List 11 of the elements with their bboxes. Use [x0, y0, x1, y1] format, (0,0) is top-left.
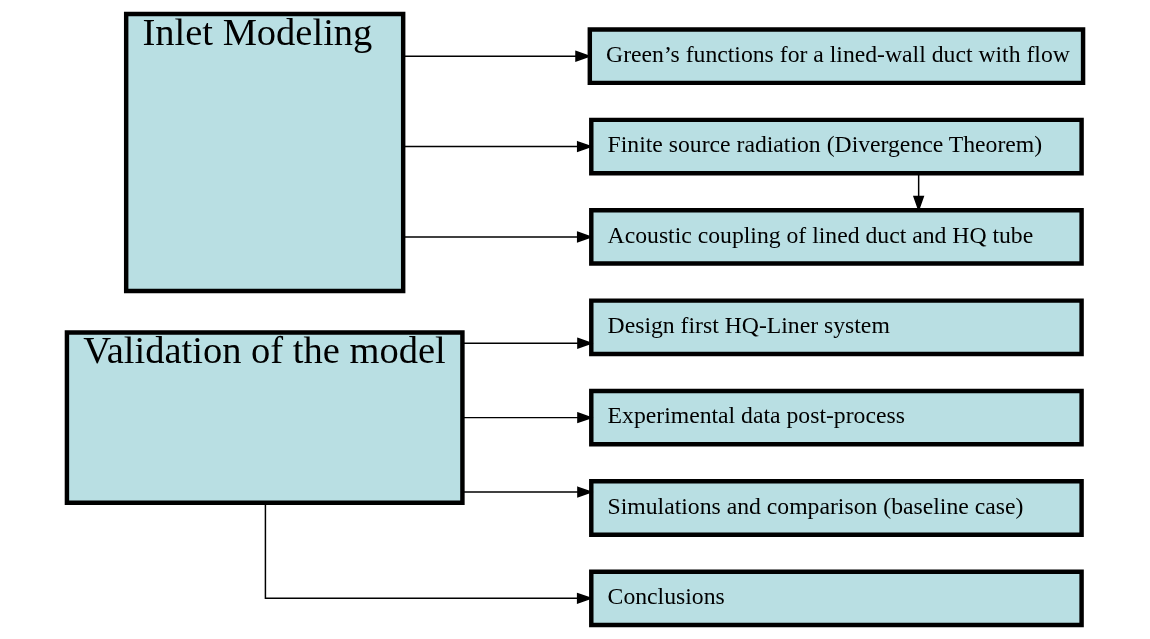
- node-box: Inlet Modeling: [123, 11, 406, 294]
- node-box: Finite source radiation (Divergence Theorem): [589, 117, 1084, 176]
- node-box: Experimental data post-process: [589, 388, 1084, 447]
- node-box: Conclusions: [589, 569, 1084, 628]
- arrow: [461, 337, 594, 349]
- node-box: Simulations and comparison (baseline case): [589, 479, 1084, 537]
- arrow: [461, 411, 594, 424]
- node-box: Validation of the model: [64, 330, 465, 506]
- node-box: Design first HQ-Liner system: [589, 298, 1084, 357]
- node-box: Green’s functions for a lined-wall duct with flow: [587, 27, 1086, 86]
- node-box: Acoustic coupling of lined duct and HQ tube: [589, 208, 1084, 266]
